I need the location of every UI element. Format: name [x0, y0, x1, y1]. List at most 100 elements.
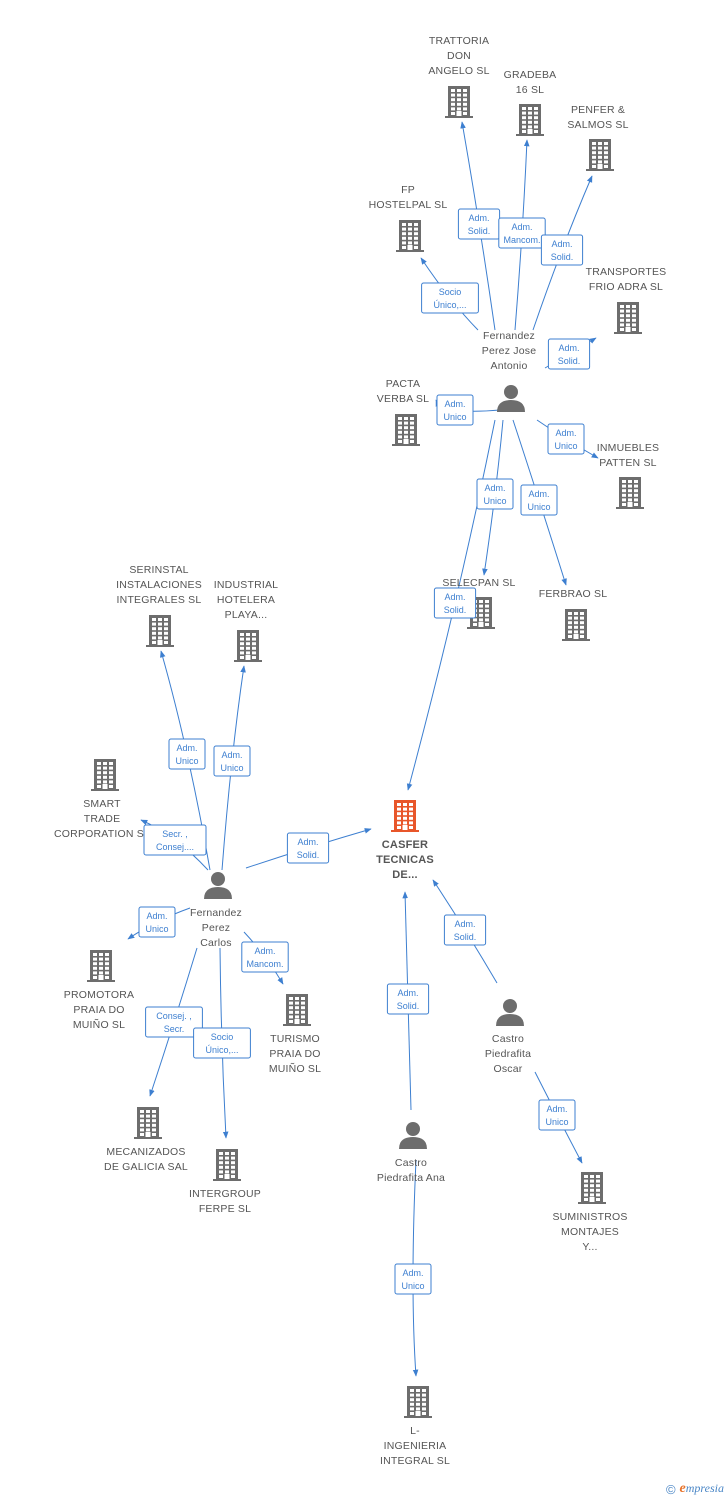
company-building-icon[interactable] [396, 220, 424, 252]
node-suministros[interactable]: SUMINISTROSMONTAJESY... [552, 1172, 627, 1253]
badge-label: Unico [175, 756, 198, 766]
node-label: INGENIERIA [384, 1440, 447, 1452]
node-label: FRIO ADRA SL [589, 281, 663, 293]
badge-label: Unico [220, 763, 243, 773]
node-casfer[interactable]: CASFERTECNICASDE... [376, 800, 434, 881]
node-label: TECNICAS [376, 854, 434, 866]
node-label: HOSTELPAL SL [369, 199, 448, 211]
person-icon[interactable] [204, 872, 232, 899]
badge-label: Adm. [297, 837, 318, 847]
relationship-badge[interactable]: Adm.Mancom. [498, 217, 546, 249]
relationship-badge[interactable]: Consej. ,Secr. [145, 1006, 203, 1038]
node-label: Oscar [493, 1063, 522, 1075]
badge-label: Adm. [555, 428, 576, 438]
node-penfer[interactable]: PENFER &SALMOS SL [567, 104, 628, 171]
company-building-icon[interactable] [87, 950, 115, 982]
node-label: Carlos [200, 937, 232, 949]
relationship-badge[interactable]: Adm.Unico [213, 745, 251, 777]
relationship-badge[interactable]: SocioÚnico,... [193, 1027, 251, 1059]
relationship-badge[interactable]: Adm.Unico [138, 906, 176, 938]
company-building-icon[interactable] [234, 630, 262, 662]
node-label: CORPORATION SL [54, 828, 150, 840]
badge-label: Consej.... [156, 842, 194, 852]
company-building-icon[interactable] [516, 104, 544, 136]
company-building-icon[interactable] [283, 994, 311, 1026]
node-inmuebles[interactable]: INMUEBLES PATTEN SL [597, 442, 659, 509]
node-label: INDUSTRIAL [214, 579, 278, 591]
relationship-badge[interactable]: Adm. Unico [547, 423, 585, 455]
main-company-building-icon[interactable] [391, 800, 419, 832]
node-ferbrao[interactable]: FERBRAO SL [539, 588, 608, 641]
relationship-badge[interactable]: Adm.Unico [168, 738, 206, 770]
company-building-icon[interactable] [91, 759, 119, 791]
node-label: Antonio [490, 360, 527, 372]
person-icon[interactable] [497, 385, 525, 412]
relationship-badge[interactable]: Adm.Solid. [540, 234, 584, 266]
node-industrial[interactable]: INDUSTRIALHOTELERAPLAYA... [214, 579, 278, 662]
relationship-badge[interactable]: Adm.Unico [476, 478, 514, 510]
relationship-badge[interactable]: Adm.Unico [436, 394, 474, 426]
badge-label: Unico [483, 496, 506, 506]
badge-label: Adm. [511, 222, 532, 232]
company-building-icon[interactable] [404, 1386, 432, 1418]
badge-label: Secr. , [162, 829, 188, 839]
badge-label: Unico [554, 441, 577, 451]
company-building-icon[interactable] [146, 615, 174, 647]
badge-label: Secr. [164, 1024, 185, 1034]
node-label: MECANIZADOS [106, 1146, 185, 1158]
node-label: INMUEBLES [597, 442, 659, 454]
badge-label: Adm. [397, 988, 418, 998]
relationship-badge[interactable]: SocioÚnico,... [421, 282, 479, 314]
relationship-badge[interactable]: Adm.Solid. [386, 983, 430, 1015]
relationship-badge[interactable]: Secr. , Consej.... [143, 824, 207, 856]
relationship-badge[interactable]: Adm.Solid. [457, 208, 501, 240]
company-building-icon[interactable] [213, 1149, 241, 1181]
relationship-badge[interactable]: Adm.Unico [538, 1099, 576, 1131]
node-label: DE GALICIA SAL [104, 1161, 188, 1173]
company-building-icon[interactable] [392, 414, 420, 446]
company-building-icon[interactable] [562, 609, 590, 641]
node-fphostelpal[interactable]: FP HOSTELPAL SL [369, 184, 448, 252]
badge-label: Unico [443, 412, 466, 422]
node-label: Castro [492, 1033, 524, 1045]
brand-logo[interactable]: empresia [679, 1481, 724, 1496]
relationship-badge[interactable]: Adm.Mancom. [241, 941, 289, 973]
relationship-badge[interactable]: Adm.Solid. [286, 832, 330, 864]
relationship-badge[interactable]: Adm.Solid. [443, 914, 487, 946]
company-building-icon[interactable] [586, 139, 614, 171]
node-label: Perez [202, 922, 230, 934]
company-building-icon[interactable] [134, 1107, 162, 1139]
relationship-badge[interactable]: Adm.Unico [394, 1263, 432, 1295]
company-building-icon[interactable] [614, 302, 642, 334]
company-building-icon[interactable] [616, 477, 644, 509]
node-mecanizados[interactable]: MECANIZADOS DE GALICIA SAL [104, 1107, 188, 1173]
node-label: SERINSTAL [129, 564, 188, 576]
node-label: SUMINISTROS [552, 1211, 627, 1223]
badge-label: Solid. [444, 605, 467, 615]
person-icon[interactable] [399, 1122, 427, 1149]
relationship-badge[interactable]: Adm.Solid. [433, 587, 477, 619]
badge-label: Adm. [146, 911, 167, 921]
company-building-icon[interactable] [445, 86, 473, 118]
relationship-badge[interactable]: Adm.Solid. [547, 338, 591, 370]
node-label: Piedrafita Ana [377, 1172, 445, 1184]
relationship-badge[interactable]: Adm.Unico [520, 484, 558, 516]
node-label: FP [401, 184, 415, 196]
company-building-icon[interactable] [578, 1172, 606, 1204]
node-label: PATTEN SL [599, 457, 656, 469]
person-icon[interactable] [496, 999, 524, 1026]
